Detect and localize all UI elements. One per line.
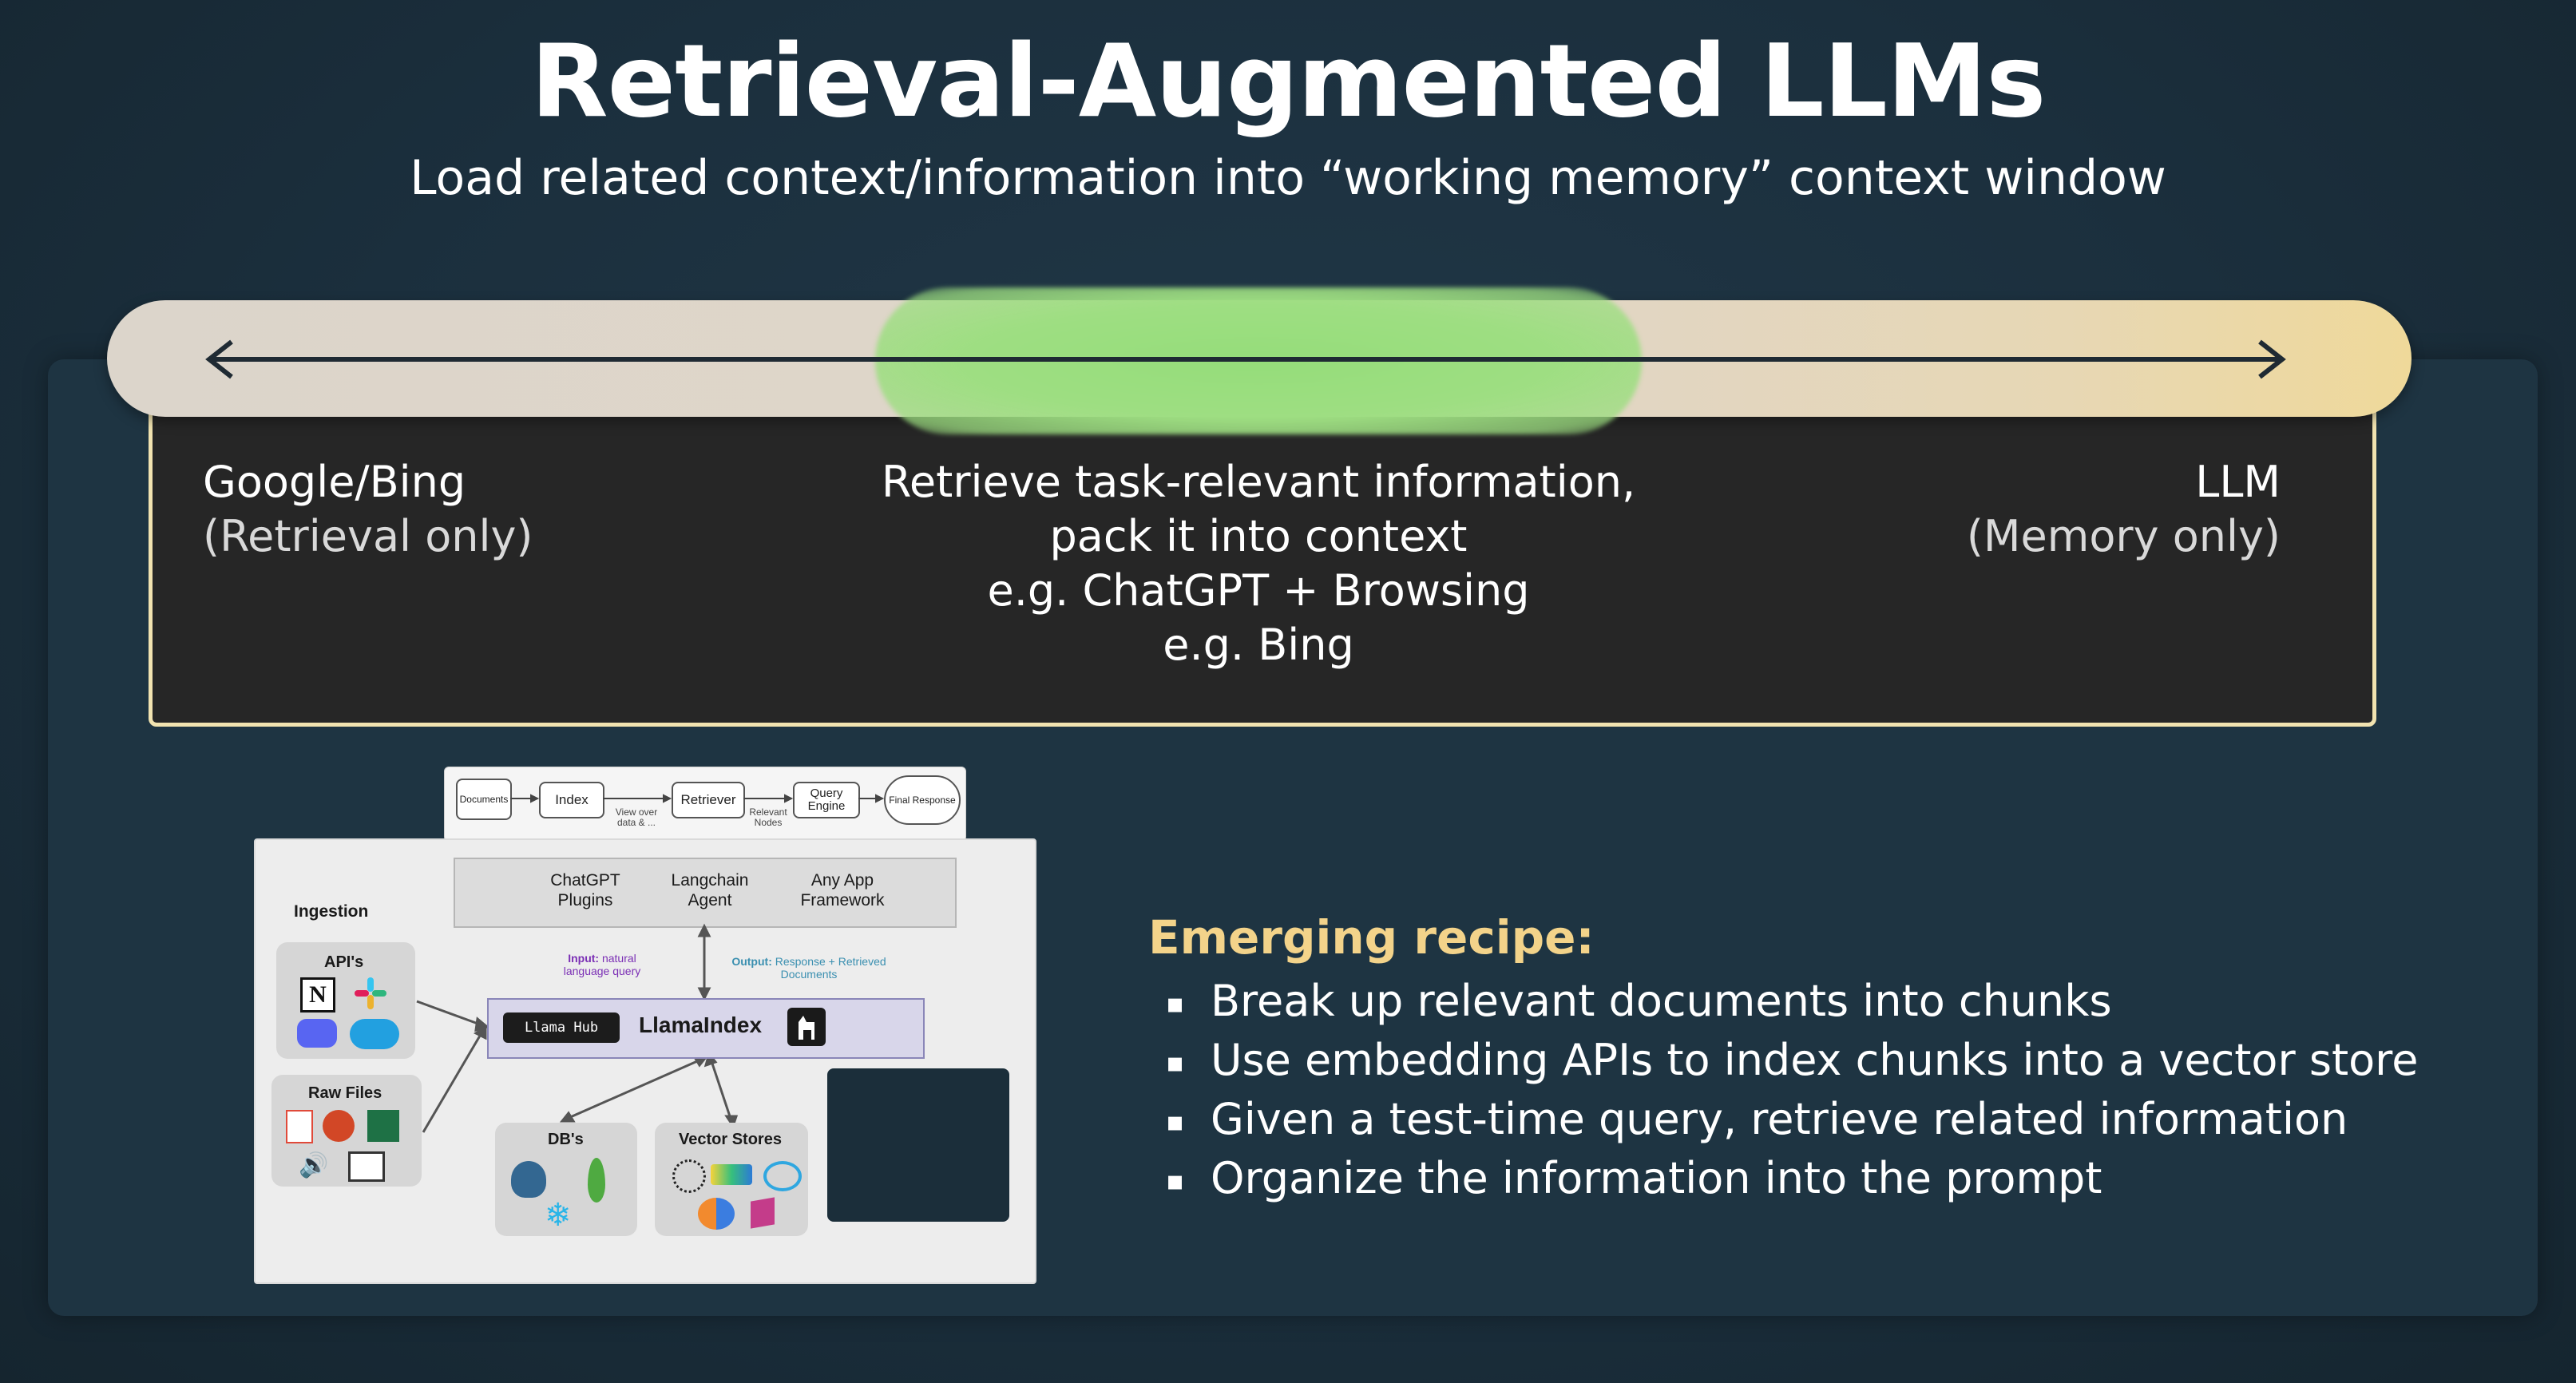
- slide-title: Retrieval-Augmented LLMs: [530, 22, 2047, 140]
- notion-icon: N: [300, 977, 335, 1012]
- center-line-2: pack it into context: [1049, 511, 1468, 561]
- postgres-icon: [511, 1161, 546, 1198]
- relevant-nodes-note: Relevant Nodes: [749, 806, 787, 828]
- index-box: Index: [539, 782, 604, 818]
- bullet-icon: ▪: [1166, 1165, 1185, 1198]
- documents-box: Documents: [456, 779, 512, 820]
- ingestion-label: Ingestion: [294, 902, 369, 921]
- bullet-icon: ▪: [1166, 1047, 1185, 1080]
- vector-stores-label: Vector Stores: [679, 1131, 782, 1148]
- raw-files-label: Raw Files: [308, 1084, 382, 1102]
- recipe-heading: Emerging recipe:: [1148, 910, 1595, 965]
- spectrum-center-label: Retrieve task-relevant information, pack…: [799, 455, 1718, 672]
- bullet-icon: ▪: [1166, 1106, 1185, 1139]
- retrieval-note: (Retrieval only): [203, 511, 533, 561]
- pinecone-icon: [672, 1159, 706, 1193]
- weaviate-icon: [711, 1164, 752, 1185]
- query-engine-box: Query Engine: [793, 782, 860, 818]
- slide-subtitle: Load related context/information into “w…: [410, 150, 2166, 206]
- excel-icon: [367, 1110, 399, 1142]
- center-line-1: Retrieve task-relevant information,: [881, 457, 1636, 507]
- recipe-item: ▪Use embedding APIs to index chunks into…: [1166, 1035, 2419, 1085]
- qdrant-icon: [751, 1197, 775, 1229]
- input-note: Input: natural language query: [563, 952, 641, 977]
- llama-icon: [787, 1008, 826, 1046]
- flow-diagram-strip: Documents Index View over data & ... Ret…: [444, 767, 966, 842]
- occluding-box: [827, 1068, 1009, 1222]
- llamaindex-label: LlamaIndex: [639, 1012, 763, 1037]
- vector-db-icon: [698, 1198, 735, 1230]
- recipe-item: ▪Organize the information into the promp…: [1166, 1153, 2102, 1203]
- llm-title: LLM: [2195, 457, 2281, 507]
- flow-arrows: [510, 794, 885, 803]
- center-line-4: e.g. Bing: [1163, 620, 1354, 670]
- slack-icon: [355, 977, 386, 1009]
- output-note: Output: Response + Retrieved Documents: [731, 955, 886, 981]
- bullet-icon: ▪: [1166, 988, 1185, 1020]
- audio-icon: 🔊: [299, 1151, 329, 1179]
- image-icon: [348, 1151, 385, 1182]
- snowflake-icon: ❄: [545, 1197, 572, 1234]
- powerpoint-icon: [323, 1110, 355, 1142]
- chroma-icon: [763, 1161, 802, 1191]
- apis-card: API's N: [276, 942, 415, 1059]
- spectrum-right-label: LLM (Memory only): [1967, 455, 2281, 564]
- llm-note: (Memory only): [1966, 511, 2281, 561]
- spectrum-description-box: [149, 399, 2376, 727]
- center-line-3: e.g. ChatGPT + Browsing: [987, 565, 1530, 616]
- recipe-item: ▪Given a test-time query, retrieve relat…: [1166, 1094, 2348, 1144]
- spectrum-left-label: Google/Bing (Retrieval only): [203, 455, 533, 564]
- final-response-bubble: Final Response: [884, 775, 961, 825]
- view-over-note: View over data & ...: [615, 807, 658, 828]
- dbs-label: DB's: [548, 1131, 584, 1148]
- mongodb-icon: [588, 1158, 605, 1203]
- retrieval-title: Google/Bing: [203, 457, 466, 507]
- retriever-box: Retriever: [672, 782, 745, 818]
- recipe-item: ▪Break up relevant documents into chunks: [1166, 976, 2112, 1026]
- vector-stores-card: Vector Stores: [655, 1123, 808, 1236]
- salesforce-icon: [350, 1019, 399, 1049]
- llama-hub-badge: Llama Hub: [503, 1012, 620, 1043]
- apis-label: API's: [324, 953, 364, 971]
- discord-icon: [297, 1019, 337, 1048]
- pdf-icon: [286, 1110, 313, 1143]
- raw-files-card: Raw Files 🔊: [271, 1075, 422, 1187]
- dbs-card: DB's ❄: [495, 1123, 637, 1236]
